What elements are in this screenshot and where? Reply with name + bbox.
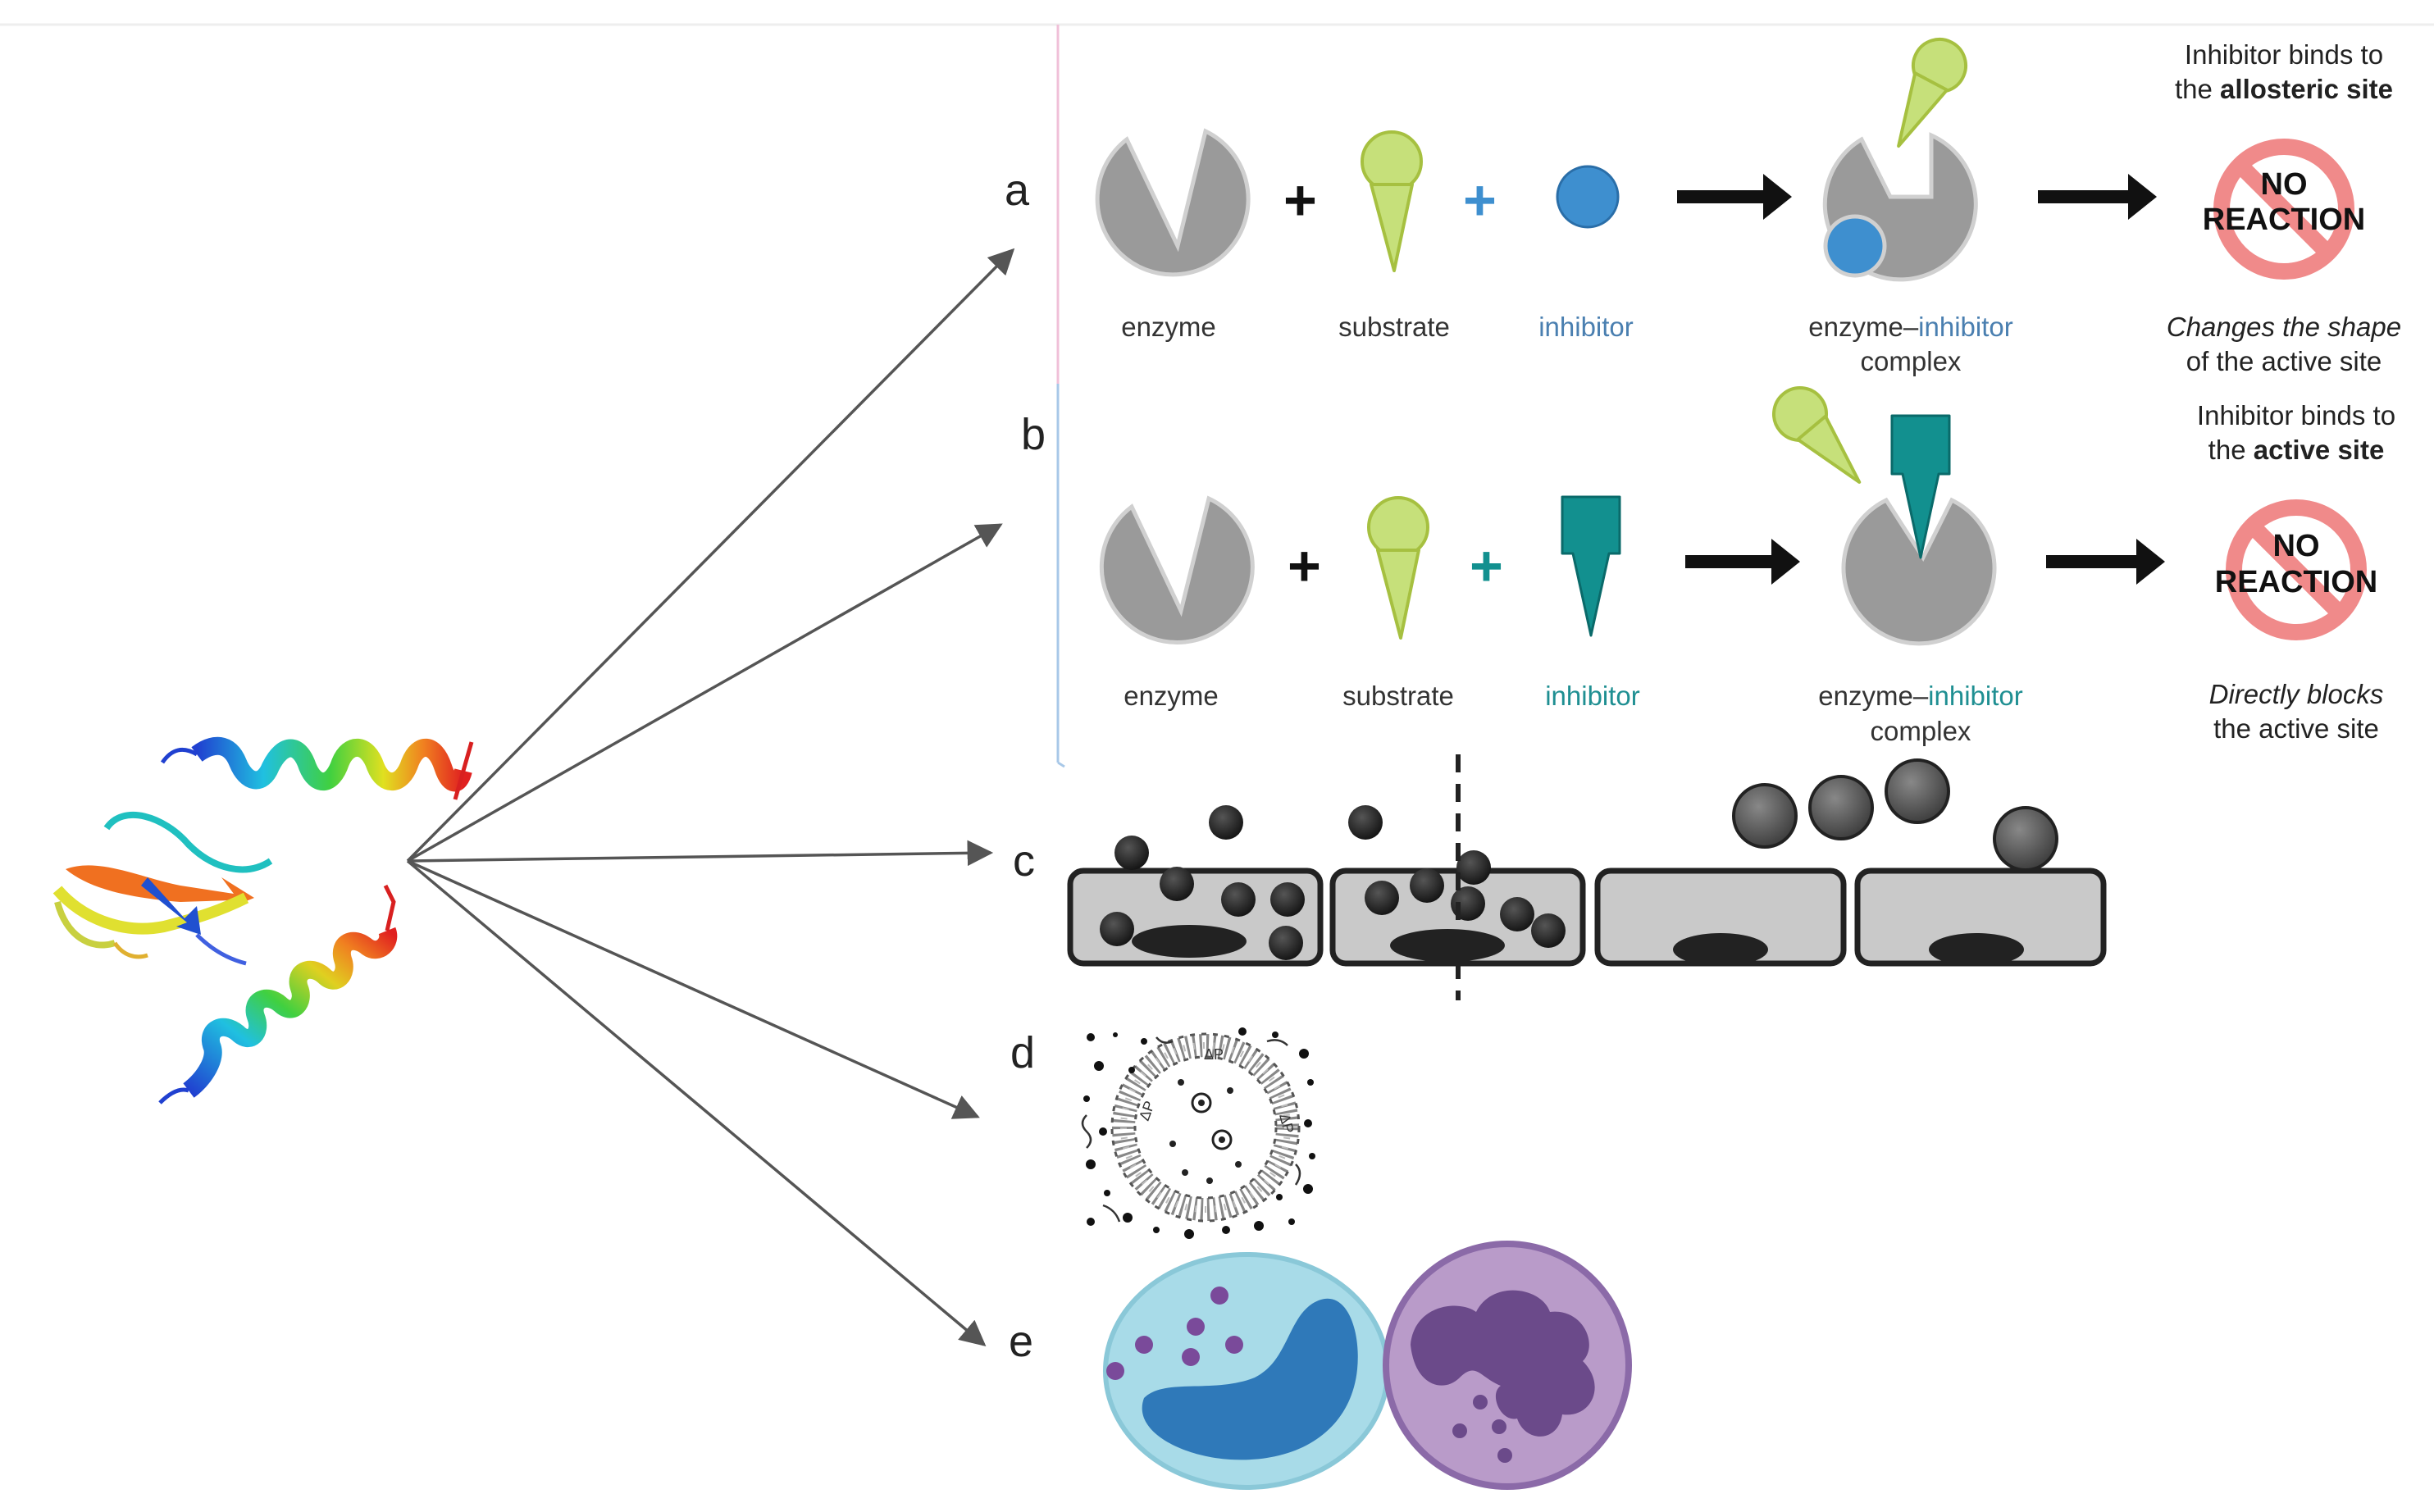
note-top-line2: the allosteric site [2175, 74, 2393, 104]
membrane-mark-2: ΔP [1204, 1046, 1224, 1063]
note-top-line1: Inhibitor binds to [2185, 39, 2383, 70]
label-substrate: substrate [1338, 312, 1450, 342]
cell1-nucleus [1142, 1298, 1358, 1460]
cell-nucleus-3 [1673, 933, 1768, 966]
label-enzyme: enzyme [1124, 681, 1219, 711]
arrow-to-c [407, 840, 994, 867]
inhibitor-circle [1556, 165, 1620, 229]
inhibitor-block [1561, 495, 1621, 637]
cell-nucleus-2 [1390, 929, 1505, 962]
enzyme-shape [1099, 495, 1255, 644]
panel-c-cell-membrane-interaction [1067, 754, 2107, 1000]
label-inhibitor: inhibitor [1538, 312, 1634, 342]
plus-sign: + [1288, 534, 1321, 598]
reaction-arrow-2 [2046, 539, 2165, 585]
note-bottom-line2: the active site [2213, 713, 2379, 744]
label-inhibitor: inhibitor [1545, 681, 1640, 711]
cell2-granules [1452, 1395, 1512, 1463]
note-top-line2: the active site [2208, 435, 2385, 465]
cell1-granules [1106, 1287, 1243, 1380]
label-complex: enzyme–inhibitor [1818, 681, 2023, 711]
reaction-arrow [1685, 539, 1800, 585]
plus-sign-blue: + [1463, 168, 1497, 232]
outer-particles [1083, 1027, 1315, 1239]
enzyme-inhibitor-complex [1822, 37, 1978, 282]
panel-b-competitive-inhibition: + + NO REACTION enzyme su [1056, 384, 2395, 768]
label-complex: enzyme–inhibitor [1808, 312, 2013, 342]
no-reaction-text-2: REACTION [2203, 203, 2365, 237]
panel-letter-d: d [1010, 1028, 1035, 1077]
panel-letter-e: e [1009, 1317, 1033, 1366]
panel-d-vesicle-schematic: ΔP ΔP ΔP [1078, 1027, 1316, 1239]
enzyme-shape [1095, 128, 1251, 277]
immune-cell-1 [1103, 1252, 1390, 1490]
protein-ribbon-structure [52, 736, 474, 1104]
plus-sign-teal: + [1470, 534, 1503, 598]
inner-markers [1169, 1079, 1242, 1184]
panel-a-allosteric-inhibition: + + NO REACTION enzyme [1056, 25, 2401, 384]
no-reaction-text-1: NO [2261, 167, 2308, 202]
note-bottom-line1: Directly blocks [2209, 679, 2384, 709]
panel-letter-b: b [1021, 410, 1046, 459]
arrow-to-a [406, 248, 1015, 863]
reaction-arrow-2 [2038, 174, 2157, 220]
note-top-line1: Inhibitor binds to [2197, 400, 2395, 430]
arrow-to-e [406, 859, 987, 1347]
substrate-shape [1361, 130, 1423, 272]
immune-cell-2 [1383, 1241, 1632, 1490]
arrow-to-b [407, 523, 1003, 863]
no-reaction-sign: NO REACTION [2203, 139, 2365, 280]
arrow-to-d [407, 859, 980, 1119]
upper-helix [160, 736, 474, 800]
note-bottom-line1: Changes the shape [2167, 312, 2401, 342]
panel-letter-c: c [1013, 836, 1035, 886]
note-bottom-line2: of the active site [2186, 346, 2382, 376]
substrate-shape [1367, 496, 1429, 640]
reaction-arrow [1677, 174, 1792, 220]
fan-arrows [406, 248, 1015, 1347]
peptide-dots-cell1 [1100, 805, 1305, 960]
cell2-lobed-nucleus [1411, 1290, 1595, 1437]
no-reaction-text-2: REACTION [2215, 565, 2377, 599]
enzyme-inhibitor-complex [1772, 386, 1997, 646]
panel-e-immune-cells [1103, 1241, 1632, 1490]
label-substrate: substrate [1342, 681, 1454, 711]
label-complex-line2: complex [1871, 716, 1971, 746]
label-complex-line2: complex [1861, 346, 1962, 376]
panel-letter-a: a [1005, 166, 1030, 215]
plus-sign: + [1283, 168, 1317, 232]
peptide-dots-cell2 [1348, 805, 1566, 948]
large-spheres [1732, 758, 2058, 872]
no-reaction-sign: NO REACTION [2215, 499, 2377, 640]
cell-nucleus-4 [1929, 933, 2024, 966]
membrane-ring [1110, 1032, 1301, 1223]
beta-sheet [52, 812, 273, 966]
no-reaction-text-1: NO [2273, 529, 2320, 563]
squiggles [1081, 1036, 1301, 1223]
cell-nucleus-1 [1132, 925, 1247, 958]
label-enzyme: enzyme [1121, 312, 1216, 342]
lower-helix [158, 884, 398, 1104]
